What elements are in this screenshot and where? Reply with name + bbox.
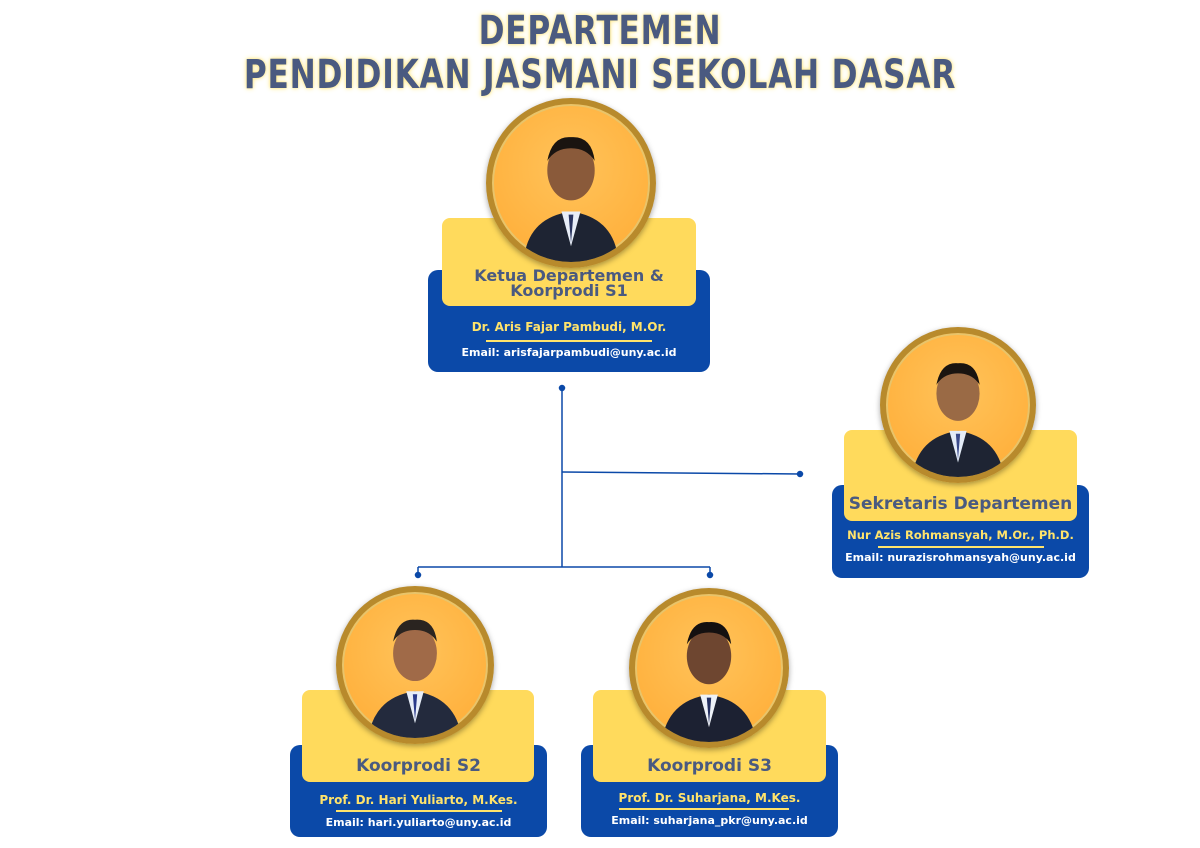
person-silhouette-icon: [911, 363, 1005, 477]
email-sekretaris: Email: nurazisrohmansyah@uny.ac.id: [845, 551, 1076, 564]
person-silhouette-icon: [523, 137, 619, 262]
connector-dot-top: [558, 384, 566, 392]
photo-sekretaris: [880, 327, 1036, 483]
rule-s3: [619, 808, 789, 810]
photo-s3: [629, 588, 789, 748]
email-ketua: Email: arisfajarpambudi@uny.ac.id: [461, 346, 677, 359]
connector-dot-s2: [414, 571, 422, 579]
role-sekretaris: Sekretaris Departemen: [848, 494, 1073, 514]
person-silhouette-icon: [661, 622, 757, 742]
connector-dot-s3: [706, 571, 714, 579]
name-sekretaris: Nur Azis Rohmansyah, M.Or., Ph.D.: [847, 528, 1074, 542]
rule-sekretaris: [878, 546, 1044, 548]
card-ketua: Ketua Departemen & Koorprodi S1 Dr. Aris…: [428, 218, 710, 372]
role-s2: Koorprodi S2: [356, 756, 481, 776]
photo-ketua: [486, 98, 656, 268]
name-s2: Prof. Dr. Hari Yuliarto, M.Kes.: [319, 793, 518, 807]
photo-s2: [336, 586, 494, 744]
role-ketua-line1: Ketua Departemen &: [474, 266, 664, 285]
name-ketua: Dr. Aris Fajar Pambudi, M.Or.: [471, 320, 667, 334]
connector-dot-sekretaris: [796, 470, 804, 478]
rule-s2: [336, 810, 502, 812]
role-s3: Koorprodi S3: [647, 756, 772, 776]
title-line-1: DEPARTEMEN: [478, 8, 722, 54]
role-ketua-line2: Koorprodi S1: [510, 281, 628, 300]
title-line-2: PENDIDIKAN JASMANI SEKOLAH DASAR: [243, 52, 957, 98]
card-sekretaris: Sekretaris Departemen Nur Azis Rohmansya…: [832, 430, 1089, 578]
card-s2: Koorprodi S2 Prof. Dr. Hari Yuliarto, M.…: [290, 690, 547, 837]
name-s3: Prof. Dr. Suharjana, M.Kes.: [618, 791, 801, 805]
person-silhouette-icon: [368, 619, 462, 738]
rule-ketua: [486, 340, 652, 342]
connector-to-sekretaris: [561, 471, 801, 475]
email-s3: Email: suharjana_pkr@uny.ac.id: [611, 814, 808, 827]
email-s2: Email: hari.yuliarto@uny.ac.id: [325, 816, 512, 829]
